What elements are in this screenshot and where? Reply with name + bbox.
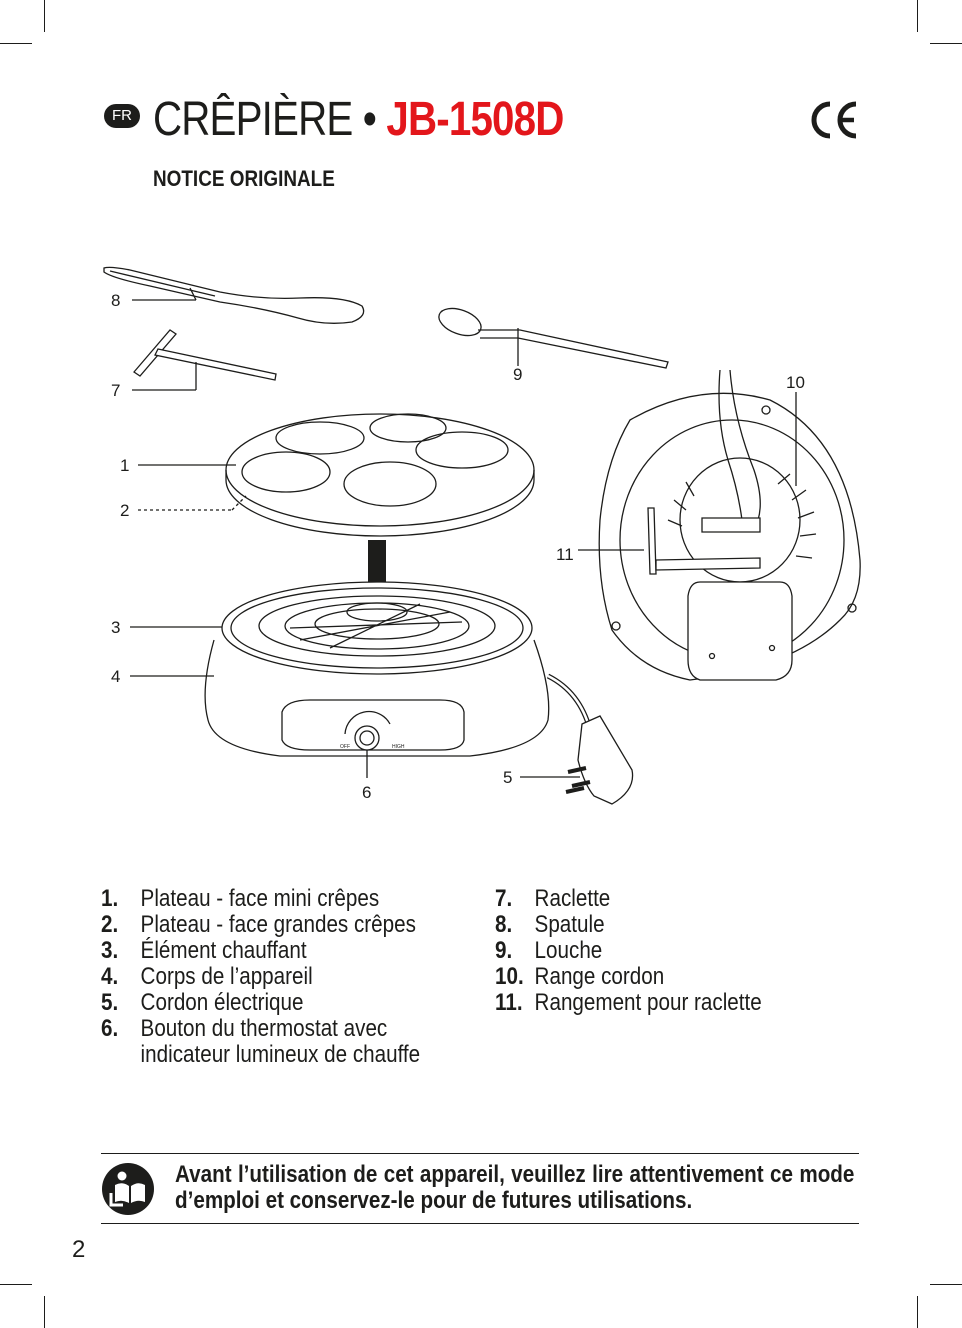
spatula-illustration bbox=[104, 267, 364, 323]
crop-mark bbox=[930, 43, 962, 44]
item-label: Bouton du thermostat avec bbox=[141, 1015, 388, 1042]
callout-3: 3 bbox=[111, 618, 120, 637]
list-item: 6.Bouton du thermostat avec bbox=[101, 1016, 420, 1042]
list-item: 2.Plateau - face grandes crêpes bbox=[101, 912, 420, 938]
item-label: Spatule bbox=[535, 911, 605, 938]
product-diagram: OFF HIGH 1 2 3 bbox=[0, 240, 962, 820]
item-number: 1. bbox=[101, 886, 141, 912]
list-item-continuation: indicateur lumineux de chauffe bbox=[101, 1042, 420, 1068]
crepe-maker-base-illustration: OFF HIGH bbox=[205, 582, 549, 756]
callout-10: 10 bbox=[786, 373, 805, 392]
item-label: Rangement pour raclette bbox=[535, 989, 762, 1016]
callout-4: 4 bbox=[111, 667, 120, 686]
callout-11: 11 bbox=[556, 545, 574, 564]
callout-2: 2 bbox=[120, 501, 129, 520]
safety-notice: Avant l’utilisation de cet appareil, veu… bbox=[175, 1162, 854, 1214]
page-number: 2 bbox=[72, 1236, 85, 1264]
item-label: Plateau - face grandes crêpes bbox=[141, 911, 416, 938]
item-number: 9. bbox=[495, 938, 535, 964]
list-item: 3.Élément chauffant bbox=[101, 938, 420, 964]
crop-mark bbox=[917, 0, 918, 32]
ladle-illustration bbox=[435, 303, 668, 368]
ce-mark-icon bbox=[808, 100, 860, 140]
item-number: 7. bbox=[495, 886, 535, 912]
list-item: 8.Spatule bbox=[495, 912, 762, 938]
callout-9: 9 bbox=[513, 365, 522, 384]
crop-mark bbox=[0, 1284, 32, 1285]
crepe-plate-illustration bbox=[226, 414, 534, 536]
item-label: Élément chauffant bbox=[141, 937, 307, 964]
crop-mark bbox=[44, 0, 45, 32]
crop-mark bbox=[930, 1284, 962, 1285]
list-item: 10.Range cordon bbox=[495, 964, 762, 990]
parts-list-left: 1.Plateau - face mini crêpes 2.Plateau -… bbox=[101, 886, 472, 1068]
callout-6: 6 bbox=[362, 783, 371, 802]
crop-mark bbox=[0, 43, 32, 44]
divider bbox=[101, 1153, 859, 1154]
dial-off-label: OFF bbox=[340, 744, 350, 750]
item-number: 11. bbox=[495, 990, 535, 1016]
item-number: 10. bbox=[495, 964, 535, 990]
callout-5: 5 bbox=[503, 768, 512, 787]
item-label: Plateau - face mini crêpes bbox=[141, 885, 380, 912]
parts-list-right: 7.Raclette 8.Spatule 9.Louche 10.Range c… bbox=[495, 886, 805, 1016]
list-item: 4.Corps de l’appareil bbox=[101, 964, 420, 990]
dial-high-label: HIGH bbox=[392, 744, 405, 750]
list-item: 9.Louche bbox=[495, 938, 762, 964]
item-label: Cordon électrique bbox=[141, 989, 304, 1016]
list-item: 11.Rangement pour raclette bbox=[495, 990, 762, 1016]
item-number: 5. bbox=[101, 990, 141, 1016]
page-title: CRÊPIÈRE • JB-1508D bbox=[153, 92, 563, 147]
title-bullet: • bbox=[363, 93, 376, 146]
list-item: 5.Cordon électrique bbox=[101, 990, 420, 1016]
item-number: 8. bbox=[495, 912, 535, 938]
callout-7: 7 bbox=[111, 381, 120, 400]
item-label: Raclette bbox=[535, 885, 611, 912]
power-cord-illustration bbox=[548, 676, 633, 804]
title-text: CRÊPIÈRE bbox=[153, 93, 352, 146]
item-number: 6. bbox=[101, 1016, 141, 1042]
crop-mark bbox=[44, 1296, 45, 1328]
item-label: Louche bbox=[535, 937, 603, 964]
item-number: 2. bbox=[101, 912, 141, 938]
divider bbox=[101, 1223, 859, 1224]
model-number: JB-1508D bbox=[386, 93, 563, 146]
language-badge: FR bbox=[104, 104, 140, 128]
callout-8: 8 bbox=[111, 291, 120, 310]
item-number: 4. bbox=[101, 964, 141, 990]
item-label: Corps de l’appareil bbox=[141, 963, 313, 990]
raclette-illustration bbox=[134, 330, 276, 380]
document-subtitle: NOTICE ORIGINALE bbox=[153, 166, 335, 192]
list-item: 7.Raclette bbox=[495, 886, 762, 912]
item-label: Range cordon bbox=[535, 963, 665, 990]
item-number: 3. bbox=[101, 938, 141, 964]
read-manual-icon bbox=[102, 1163, 154, 1215]
callout-1: 1 bbox=[120, 456, 129, 475]
crop-mark bbox=[917, 1296, 918, 1328]
underside-view-illustration bbox=[599, 370, 860, 680]
list-item: 1.Plateau - face mini crêpes bbox=[101, 886, 420, 912]
